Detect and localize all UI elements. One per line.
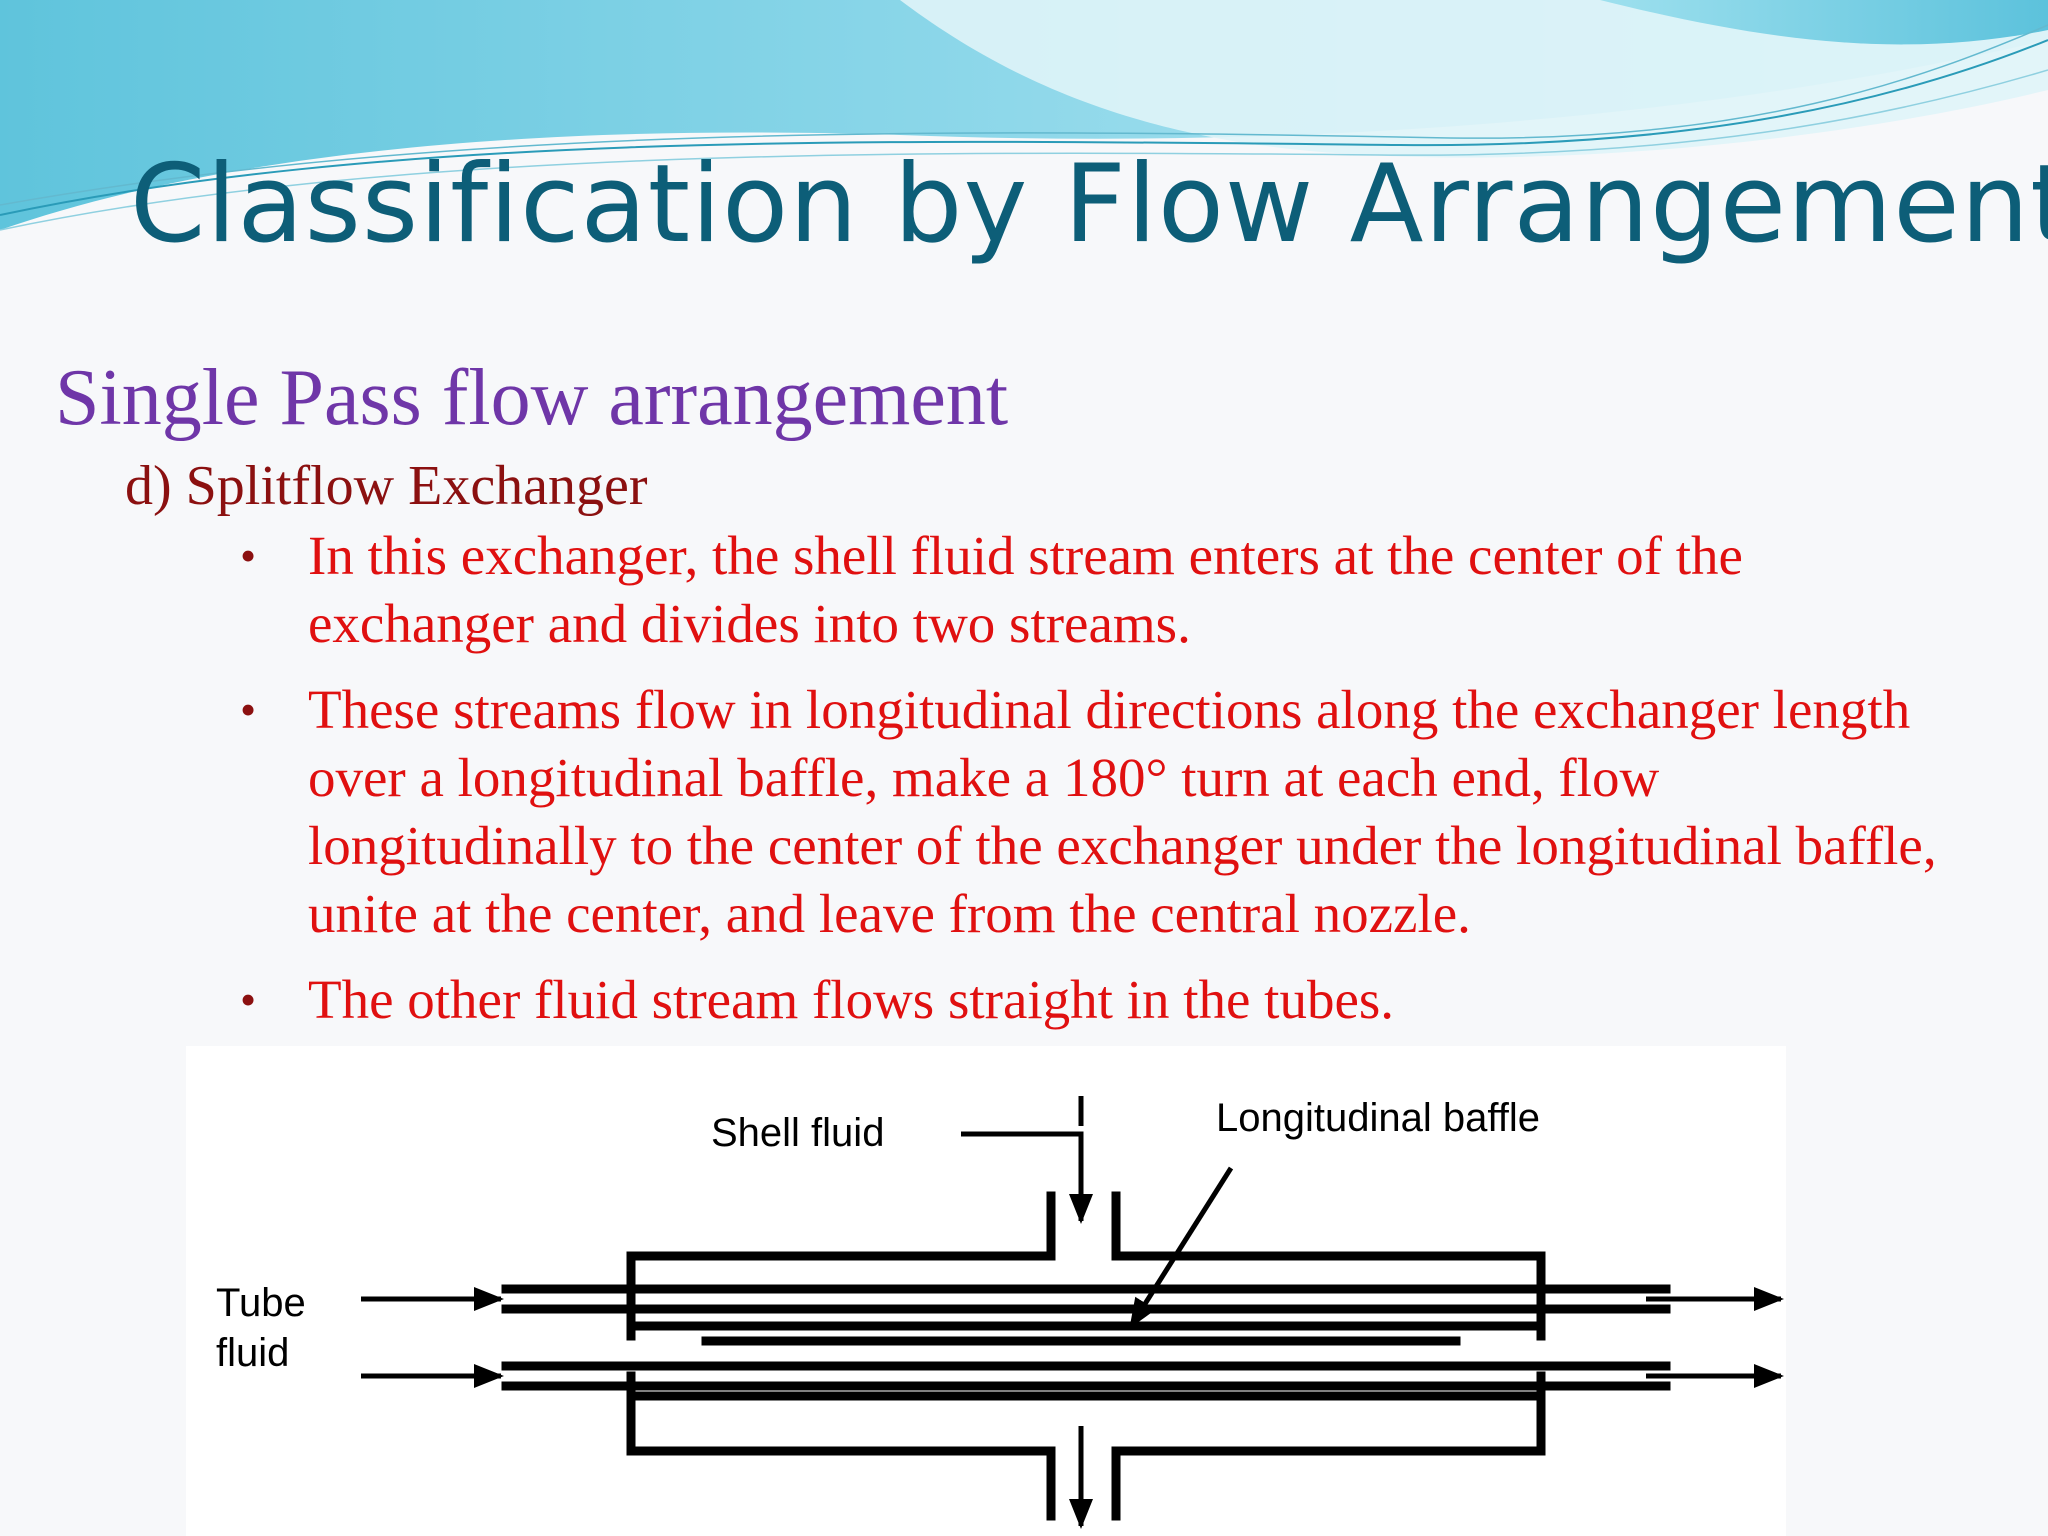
bullet-icon: •	[240, 530, 257, 581]
bullet-list: • In this exchanger, the shell fluid str…	[240, 522, 1980, 1052]
section-heading: Single Pass flow arrangement	[55, 354, 1009, 442]
bullet-item: • These streams flow in longitudinal dir…	[240, 676, 1980, 948]
header-wave-decoration	[0, 0, 2048, 231]
bullet-text: These streams flow in longitudinal direc…	[308, 679, 1937, 944]
bullet-icon: •	[240, 974, 257, 1025]
shell-outline-top	[626, 1191, 1056, 1341]
shell-outline-bottom	[626, 1371, 1056, 1521]
label-longitudinal-baffle: Longitudinal baffle	[1216, 1096, 1540, 1140]
shell-outline-bottom-right	[1111, 1371, 1546, 1521]
baffle-leader-line	[1128, 1166, 1234, 1329]
bullet-item: • In this exchanger, the shell fluid str…	[240, 522, 1980, 658]
shell-inlet-arrow	[961, 1131, 1093, 1224]
splitflow-diagram-panel: Shell fluid Longitudinal baffle Tube flu…	[186, 1046, 1786, 1536]
label-shell-fluid: Shell fluid	[711, 1111, 884, 1155]
bullet-text: The other fluid stream flows straight in…	[308, 969, 1395, 1030]
subsection-heading: d) Splitflow Exchanger	[125, 455, 648, 517]
splitflow-exchanger-diagram: Shell fluid Longitudinal baffle Tube flu…	[216, 1096, 1784, 1529]
slide-title: Classification by Flow Arrangement	[130, 142, 2048, 267]
label-tube-fluid-line1: Tube	[216, 1281, 306, 1325]
bullet-text: In this exchanger, the shell fluid strea…	[308, 525, 1743, 654]
shell-outline-top-right	[1111, 1191, 1546, 1341]
bullet-item: • The other fluid stream flows straight …	[240, 966, 1980, 1034]
label-tube-fluid-line2: fluid	[216, 1331, 289, 1375]
bullet-icon: •	[240, 684, 257, 735]
